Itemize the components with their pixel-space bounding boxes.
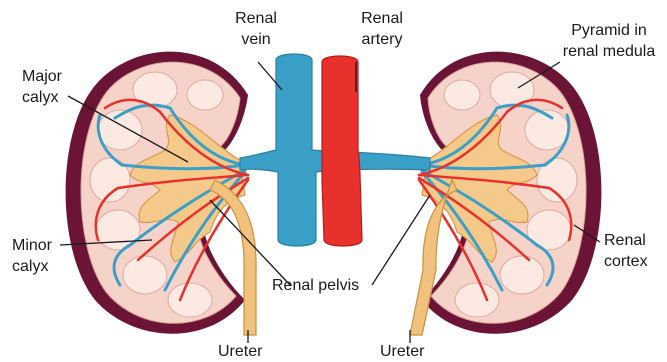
- label-renal-cortex: Renal cortex: [604, 230, 648, 272]
- label-renal-artery-line1: Renal: [352, 8, 412, 29]
- label-major-calyx: Major calyx: [22, 66, 62, 108]
- label-pyramid: Pyramid in renal medula: [556, 20, 662, 62]
- label-renal-pelvis: Renal pelvis: [272, 275, 359, 296]
- label-renal-cortex-line1: Renal: [604, 230, 648, 251]
- leader-renal-pelvis-right: [372, 195, 430, 285]
- label-minor-calyx-line1: Minor: [12, 235, 52, 256]
- label-renal-cortex-line2: cortex: [604, 251, 648, 272]
- label-ureter-left: Ureter: [218, 341, 262, 362]
- label-pyramid-line2: renal medula: [556, 41, 662, 62]
- label-renal-artery: Renal artery: [352, 8, 412, 50]
- left-kidney: [66, 52, 256, 335]
- label-renal-vein: Renal vein: [226, 8, 286, 50]
- label-major-calyx-line2: calyx: [22, 87, 62, 108]
- label-pyramid-line1: Pyramid in: [556, 20, 662, 41]
- label-minor-calyx-line2: calyx: [12, 256, 52, 277]
- label-major-calyx-line1: Major: [22, 66, 62, 87]
- label-renal-vein-line2: vein: [226, 29, 286, 50]
- right-kidney: [410, 52, 601, 335]
- label-renal-artery-line2: artery: [352, 29, 412, 50]
- label-ureter-right: Ureter: [380, 341, 424, 362]
- label-minor-calyx: Minor calyx: [12, 235, 52, 277]
- label-renal-vein-line1: Renal: [226, 8, 286, 29]
